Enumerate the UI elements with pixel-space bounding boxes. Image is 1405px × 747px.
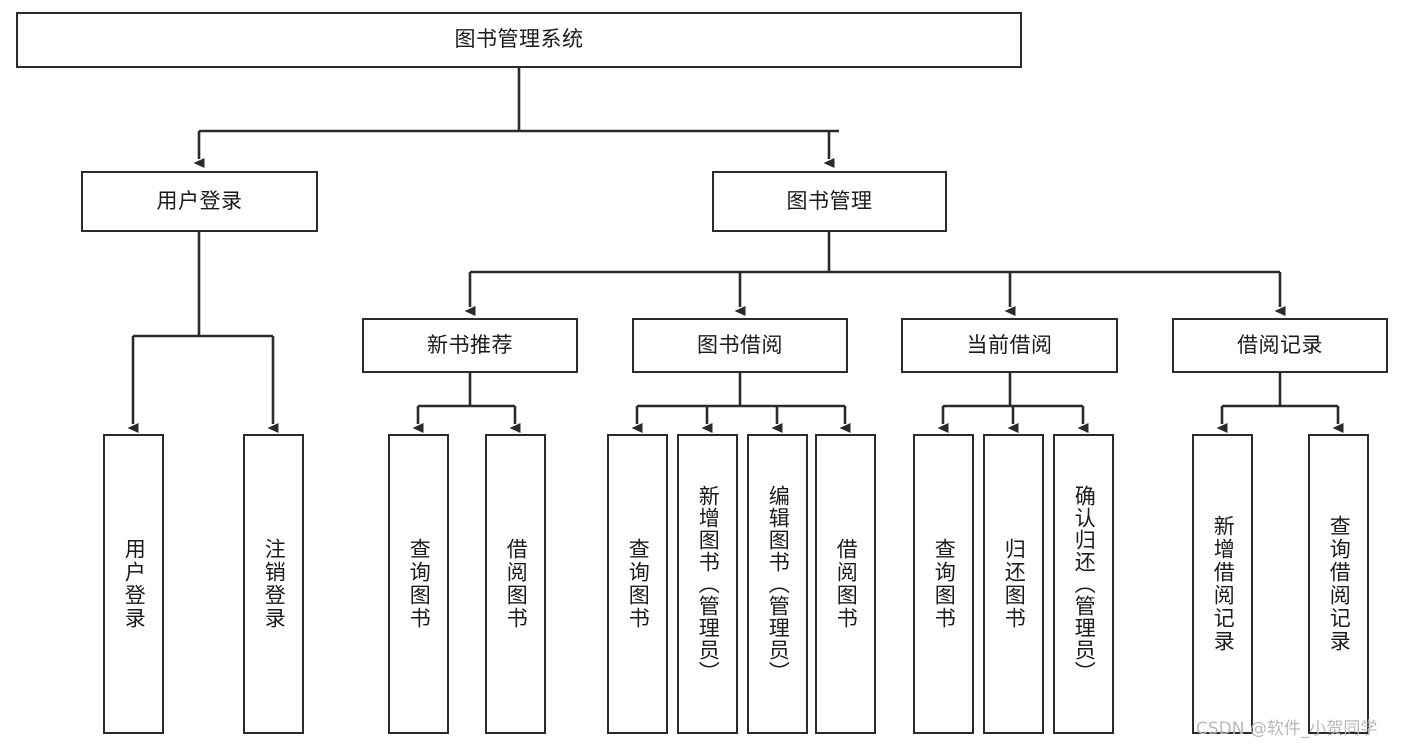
leaf-add-book[interactable]: 新增图书（管理员）	[677, 434, 738, 734]
leaf-edit-book-label: 编辑图书（管理员）	[766, 485, 791, 683]
node-borrow-record[interactable]: 借阅记录	[1172, 318, 1388, 373]
leaf-return-book[interactable]: 归还图书	[983, 434, 1044, 734]
leaf-logout-label: 注销登录	[262, 538, 287, 630]
leaf-query-record-label: 查询借阅记录	[1327, 515, 1352, 653]
leaf-query-book-1[interactable]: 查询图书	[388, 434, 449, 734]
leaf-query-record[interactable]: 查询借阅记录	[1308, 434, 1369, 734]
node-new-book-recommend[interactable]: 新书推荐	[362, 318, 578, 373]
node-current-borrow-label: 当前借阅	[966, 332, 1053, 357]
node-new-book-recommend-label: 新书推荐	[427, 332, 513, 357]
leaf-borrow-book-2-label: 借阅图书	[834, 538, 859, 630]
leaf-user-login[interactable]: 用户登录	[103, 434, 164, 734]
leaf-query-book-3-label: 查询图书	[932, 538, 957, 630]
node-user-login[interactable]: 用户登录	[81, 171, 318, 232]
leaf-borrow-book-1[interactable]: 借阅图书	[485, 434, 546, 734]
leaf-query-book-1-label: 查询图书	[407, 538, 432, 630]
csdn-watermark: CSDN @软件_小贺同学	[1196, 719, 1378, 739]
leaf-borrow-book-1-label: 借阅图书	[504, 538, 529, 630]
leaf-user-login-label: 用户登录	[122, 538, 147, 630]
node-book-borrow-label: 图书借阅	[697, 332, 783, 357]
node-book-manage[interactable]: 图书管理	[712, 171, 947, 232]
leaf-logout[interactable]: 注销登录	[243, 434, 304, 734]
leaf-add-record-label: 新增借阅记录	[1211, 515, 1236, 653]
leaf-add-book-label: 新增图书（管理员）	[696, 485, 721, 683]
node-book-borrow[interactable]: 图书借阅	[632, 318, 848, 373]
leaf-return-book-label: 归还图书	[1002, 538, 1027, 630]
node-root-label: 图书管理系统	[454, 27, 584, 52]
leaf-confirm-return[interactable]: 确认归还（管理员）	[1053, 434, 1114, 734]
leaf-query-book-3[interactable]: 查询图书	[913, 434, 974, 734]
node-borrow-record-label: 借阅记录	[1237, 332, 1323, 357]
leaf-borrow-book-2[interactable]: 借阅图书	[815, 434, 876, 734]
leaf-query-book-2-label: 查询图书	[626, 538, 651, 630]
node-user-login-label: 用户登录	[156, 188, 243, 213]
leaf-edit-book[interactable]: 编辑图书（管理员）	[747, 434, 808, 734]
leaf-confirm-return-label: 确认归还（管理员）	[1072, 485, 1097, 683]
leaf-add-record[interactable]: 新增借阅记录	[1192, 434, 1253, 734]
node-root[interactable]: 图书管理系统	[16, 12, 1022, 68]
leaf-query-book-2[interactable]: 查询图书	[607, 434, 668, 734]
node-current-borrow[interactable]: 当前借阅	[901, 318, 1118, 373]
node-book-manage-label: 图书管理	[786, 188, 873, 213]
